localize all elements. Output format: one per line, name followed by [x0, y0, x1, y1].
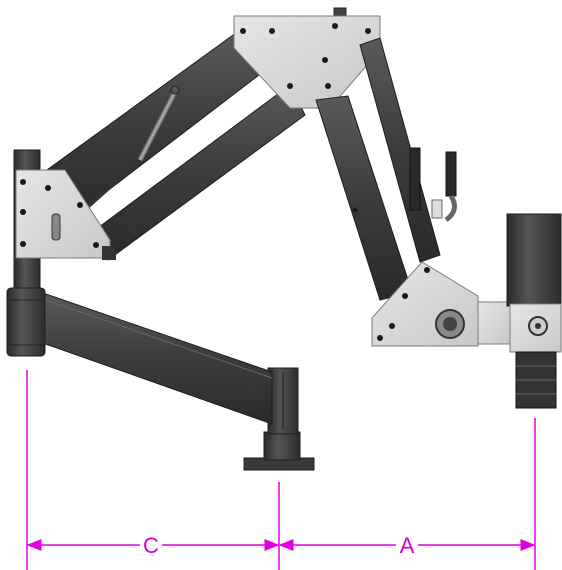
- base-pedestal: [243, 367, 315, 471]
- lower-arm: [39, 291, 273, 425]
- dimension-a-label: A: [400, 533, 415, 558]
- motor-head: [477, 213, 562, 409]
- hose-valves: [409, 147, 458, 223]
- dimension-c-label: C: [143, 533, 159, 558]
- left-mount-plate: [15, 169, 138, 260]
- top-plate: [233, 7, 381, 109]
- dimension-lines: C A: [26, 370, 536, 570]
